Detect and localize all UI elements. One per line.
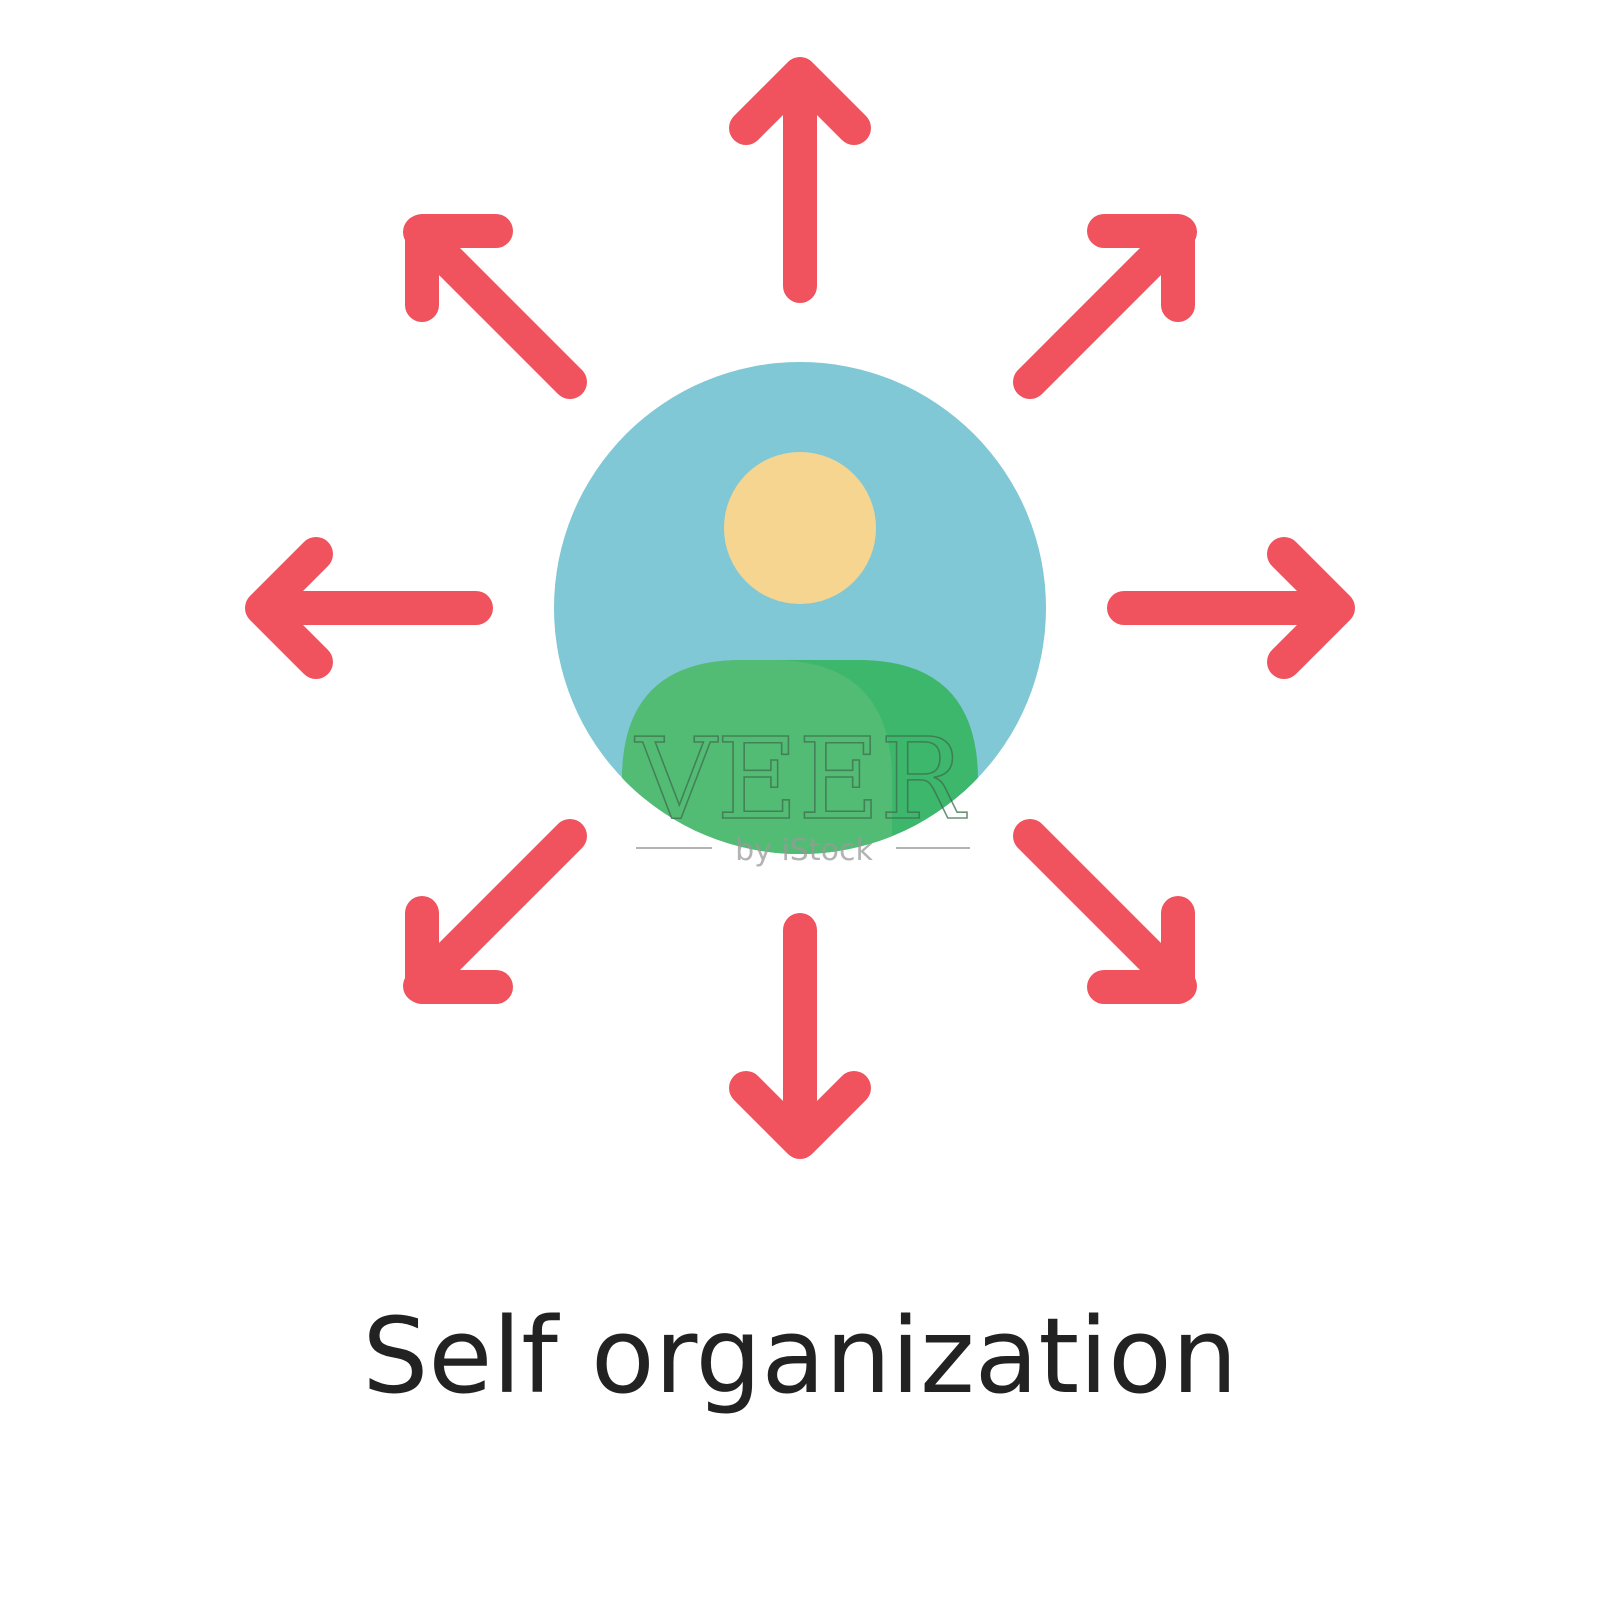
arrow-right-icon	[1107, 537, 1355, 679]
arrow-left-icon	[245, 537, 493, 679]
watermark-brand: VEER	[634, 715, 968, 845]
arrow-up-left-icon	[403, 214, 587, 399]
arrow-up-right-icon	[1013, 214, 1197, 399]
veer-watermark-logo: VEER by iStock	[633, 714, 970, 868]
avatar-head	[724, 452, 876, 604]
arrow-down-left-icon	[403, 819, 587, 1004]
illustration-caption: Self organization	[362, 1295, 1238, 1417]
person-avatar-icon	[554, 362, 1046, 854]
watermark-tagline: by iStock	[735, 833, 873, 868]
arrow-up-icon	[729, 57, 871, 303]
arrow-down-icon	[729, 913, 871, 1159]
arrow-down-right-icon	[1013, 819, 1197, 1004]
